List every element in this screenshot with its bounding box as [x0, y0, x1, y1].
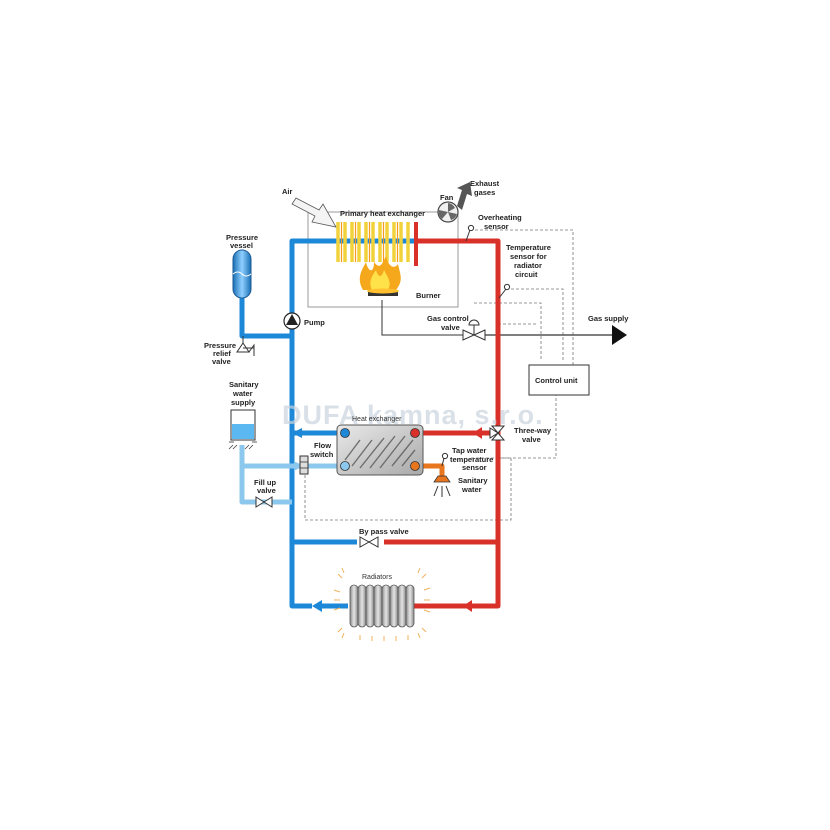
sanitary-water-tap-icon: [433, 475, 451, 497]
pressure-vessel-icon: [232, 249, 252, 299]
boiler-casing: [307, 211, 459, 308]
return-arrow-rad: [312, 600, 322, 612]
label-gas-control-valve-2: valve: [441, 323, 460, 332]
fan-icon: [437, 201, 459, 223]
three-way-valve-icon: [489, 425, 506, 441]
gas-supply-arrow: [612, 325, 627, 345]
label-heat-exchanger: Heat exchanger: [352, 416, 402, 423]
pressure-relief-valve-icon: [236, 336, 255, 356]
label-overheating-sensor: Overheating: [478, 213, 522, 222]
label-three-way-valve-2: valve: [522, 435, 541, 444]
label-gas-supply: Gas supply: [588, 314, 629, 323]
radiator-temp-sensor-icon: [498, 283, 511, 299]
overheating-sensor-icon: [465, 224, 475, 242]
primary-heat-exchanger: [336, 222, 418, 266]
label-fill-up-valve: Fill up: [254, 478, 276, 487]
exhaust-arrow: [457, 182, 472, 210]
label-sanitary-supply-3: supply: [231, 398, 256, 407]
watermark: DUFA kamna, s.r.o.: [282, 400, 544, 430]
label-sanitary-supply-2: water: [232, 389, 253, 398]
label-flow-switch: Flow: [314, 441, 331, 450]
flow-arrow-three-way: [473, 427, 482, 439]
label-control-unit: Control unit: [535, 376, 578, 385]
label-pressure-vessel-2: vessel: [230, 241, 253, 250]
label-tap-water-2: temperature: [450, 455, 493, 464]
label-air: Air: [282, 187, 293, 196]
return-arrow-hx: [292, 428, 302, 438]
label-primary-heat-exchanger: Primary heat exchanger: [340, 209, 425, 218]
label-flow-switch-2: switch: [310, 450, 334, 459]
gas-burner-line: [381, 300, 463, 336]
label-temp-sensor-4: circuit: [515, 270, 538, 279]
label-tap-water: Tap water: [452, 446, 487, 455]
sanitary-water-supply-icon: [228, 409, 257, 450]
label-three-way-valve: Three-way: [514, 426, 552, 435]
label-bypass-valve: By pass valve: [359, 527, 409, 536]
label-burner: Burner: [416, 291, 441, 300]
burner-flame: [359, 256, 401, 296]
sanitary-cold-arrow: [294, 461, 303, 471]
radiator-icon: [349, 584, 415, 628]
label-sanitary-supply: Sanitary: [229, 380, 259, 389]
label-sanitary-water: Sanitary: [458, 476, 488, 485]
flow-pipes: [384, 238, 501, 609]
label-fan: Fan: [440, 193, 454, 202]
gas-control-valve-icon: [462, 319, 486, 341]
bypass-valve-icon: [359, 536, 379, 548]
label-pump: Pump: [304, 318, 325, 327]
label-exhaust-2: gases: [474, 188, 495, 197]
flow-arrow-rad: [463, 600, 472, 612]
label-pressure-relief-2: relief: [213, 349, 231, 358]
control-unit-box: [528, 364, 590, 396]
label-temp-sensor-3: radiator: [514, 261, 542, 270]
label-pressure-relief-3: valve: [212, 357, 231, 366]
label-fill-up-valve-2: valve: [257, 486, 276, 495]
label-tap-water-3: sensor: [462, 463, 487, 472]
label-sanitary-water-2: water: [461, 485, 482, 494]
radiator-heat-waves: [333, 567, 431, 641]
pump-icon: [283, 312, 301, 330]
label-temp-sensor-2: sensor for: [510, 252, 547, 261]
label-overheating-sensor-2: sensor: [484, 222, 509, 231]
plate-heat-exchanger: [336, 424, 424, 476]
label-pressure-relief: Pressure: [204, 341, 236, 350]
label-gas-control-valve: Gas control: [427, 314, 469, 323]
label-exhaust: Exhaust: [470, 179, 500, 188]
label-pressure-vessel: Pressure: [226, 233, 258, 242]
label-temp-sensor: Temperature: [506, 243, 551, 252]
flow-switch-icon: [299, 455, 309, 475]
fill-up-valve-icon: [255, 496, 273, 508]
label-radiators: Radiators: [362, 574, 392, 581]
air-inlet-arrow: [291, 197, 337, 228]
tap-water-sensor-icon: [441, 452, 449, 467]
